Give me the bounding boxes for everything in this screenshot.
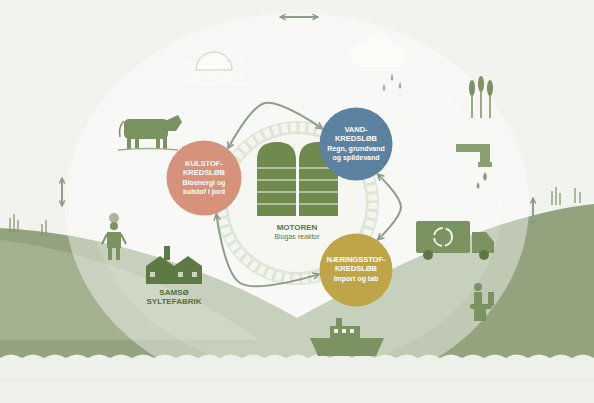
- cloud: [350, 32, 407, 91]
- node-content: NÆRINGSSTOF- KREDSLØB Import og tab: [323, 256, 389, 284]
- node-content: MOTORENBiogas reaktor: [252, 223, 342, 241]
- water: [0, 355, 594, 403]
- pipe: [456, 144, 492, 189]
- node-heading: KULSTOF- KREDSLØB: [171, 160, 237, 177]
- node-shape: [167, 141, 242, 216]
- node-outline: [166, 140, 242, 216]
- node-outline: [319, 107, 393, 181]
- place-label: SAMSØ SYLTEFABRIK: [136, 288, 212, 306]
- chef: [102, 213, 126, 260]
- node-body: Import og tab: [323, 275, 389, 283]
- sun: [180, 40, 248, 86]
- node-heading: NÆRINGSSTOF- KREDSLØB: [323, 256, 389, 273]
- node-heading: MOTOREN: [252, 223, 342, 233]
- node-shape: [320, 108, 393, 181]
- node-content: VAND- KREDSLØB Regn, grundvand og spildev…: [323, 126, 389, 162]
- inner-oval: [92, 40, 502, 370]
- cycle-connector: [378, 174, 401, 240]
- cycle-arrows: [62, 17, 533, 226]
- node-heading: VAND- KREDSLØB: [323, 126, 389, 143]
- node-content: KULSTOF- KREDSLØB Bioenergi og kulstof i …: [171, 160, 237, 196]
- node-body: Biogas reaktor: [252, 233, 342, 241]
- node-shape: [320, 234, 393, 307]
- cycle-circle: VAND- KREDSLØB Regn, grundvand og spildev…: [319, 107, 393, 181]
- person-toilet: [470, 283, 494, 321]
- node-body: Regn, grundvand og spildevand: [323, 145, 389, 162]
- factory: [146, 246, 202, 284]
- ship: [310, 318, 384, 356]
- cycle-oval: [65, 13, 529, 397]
- grass: [10, 187, 580, 236]
- truck: [416, 221, 494, 260]
- node-body: Bioenergi og kulstof i jord: [171, 179, 237, 196]
- cycle-connector: [228, 103, 322, 149]
- cycle-circle: KULSTOF- KREDSLØB Bioenergi og kulstof i …: [166, 140, 242, 216]
- water-line: [0, 380, 594, 381]
- cycle-circle: NÆRINGSSTOF- KREDSLØB Import og tab: [319, 233, 393, 307]
- wheat: [469, 76, 493, 118]
- cow: [118, 115, 182, 150]
